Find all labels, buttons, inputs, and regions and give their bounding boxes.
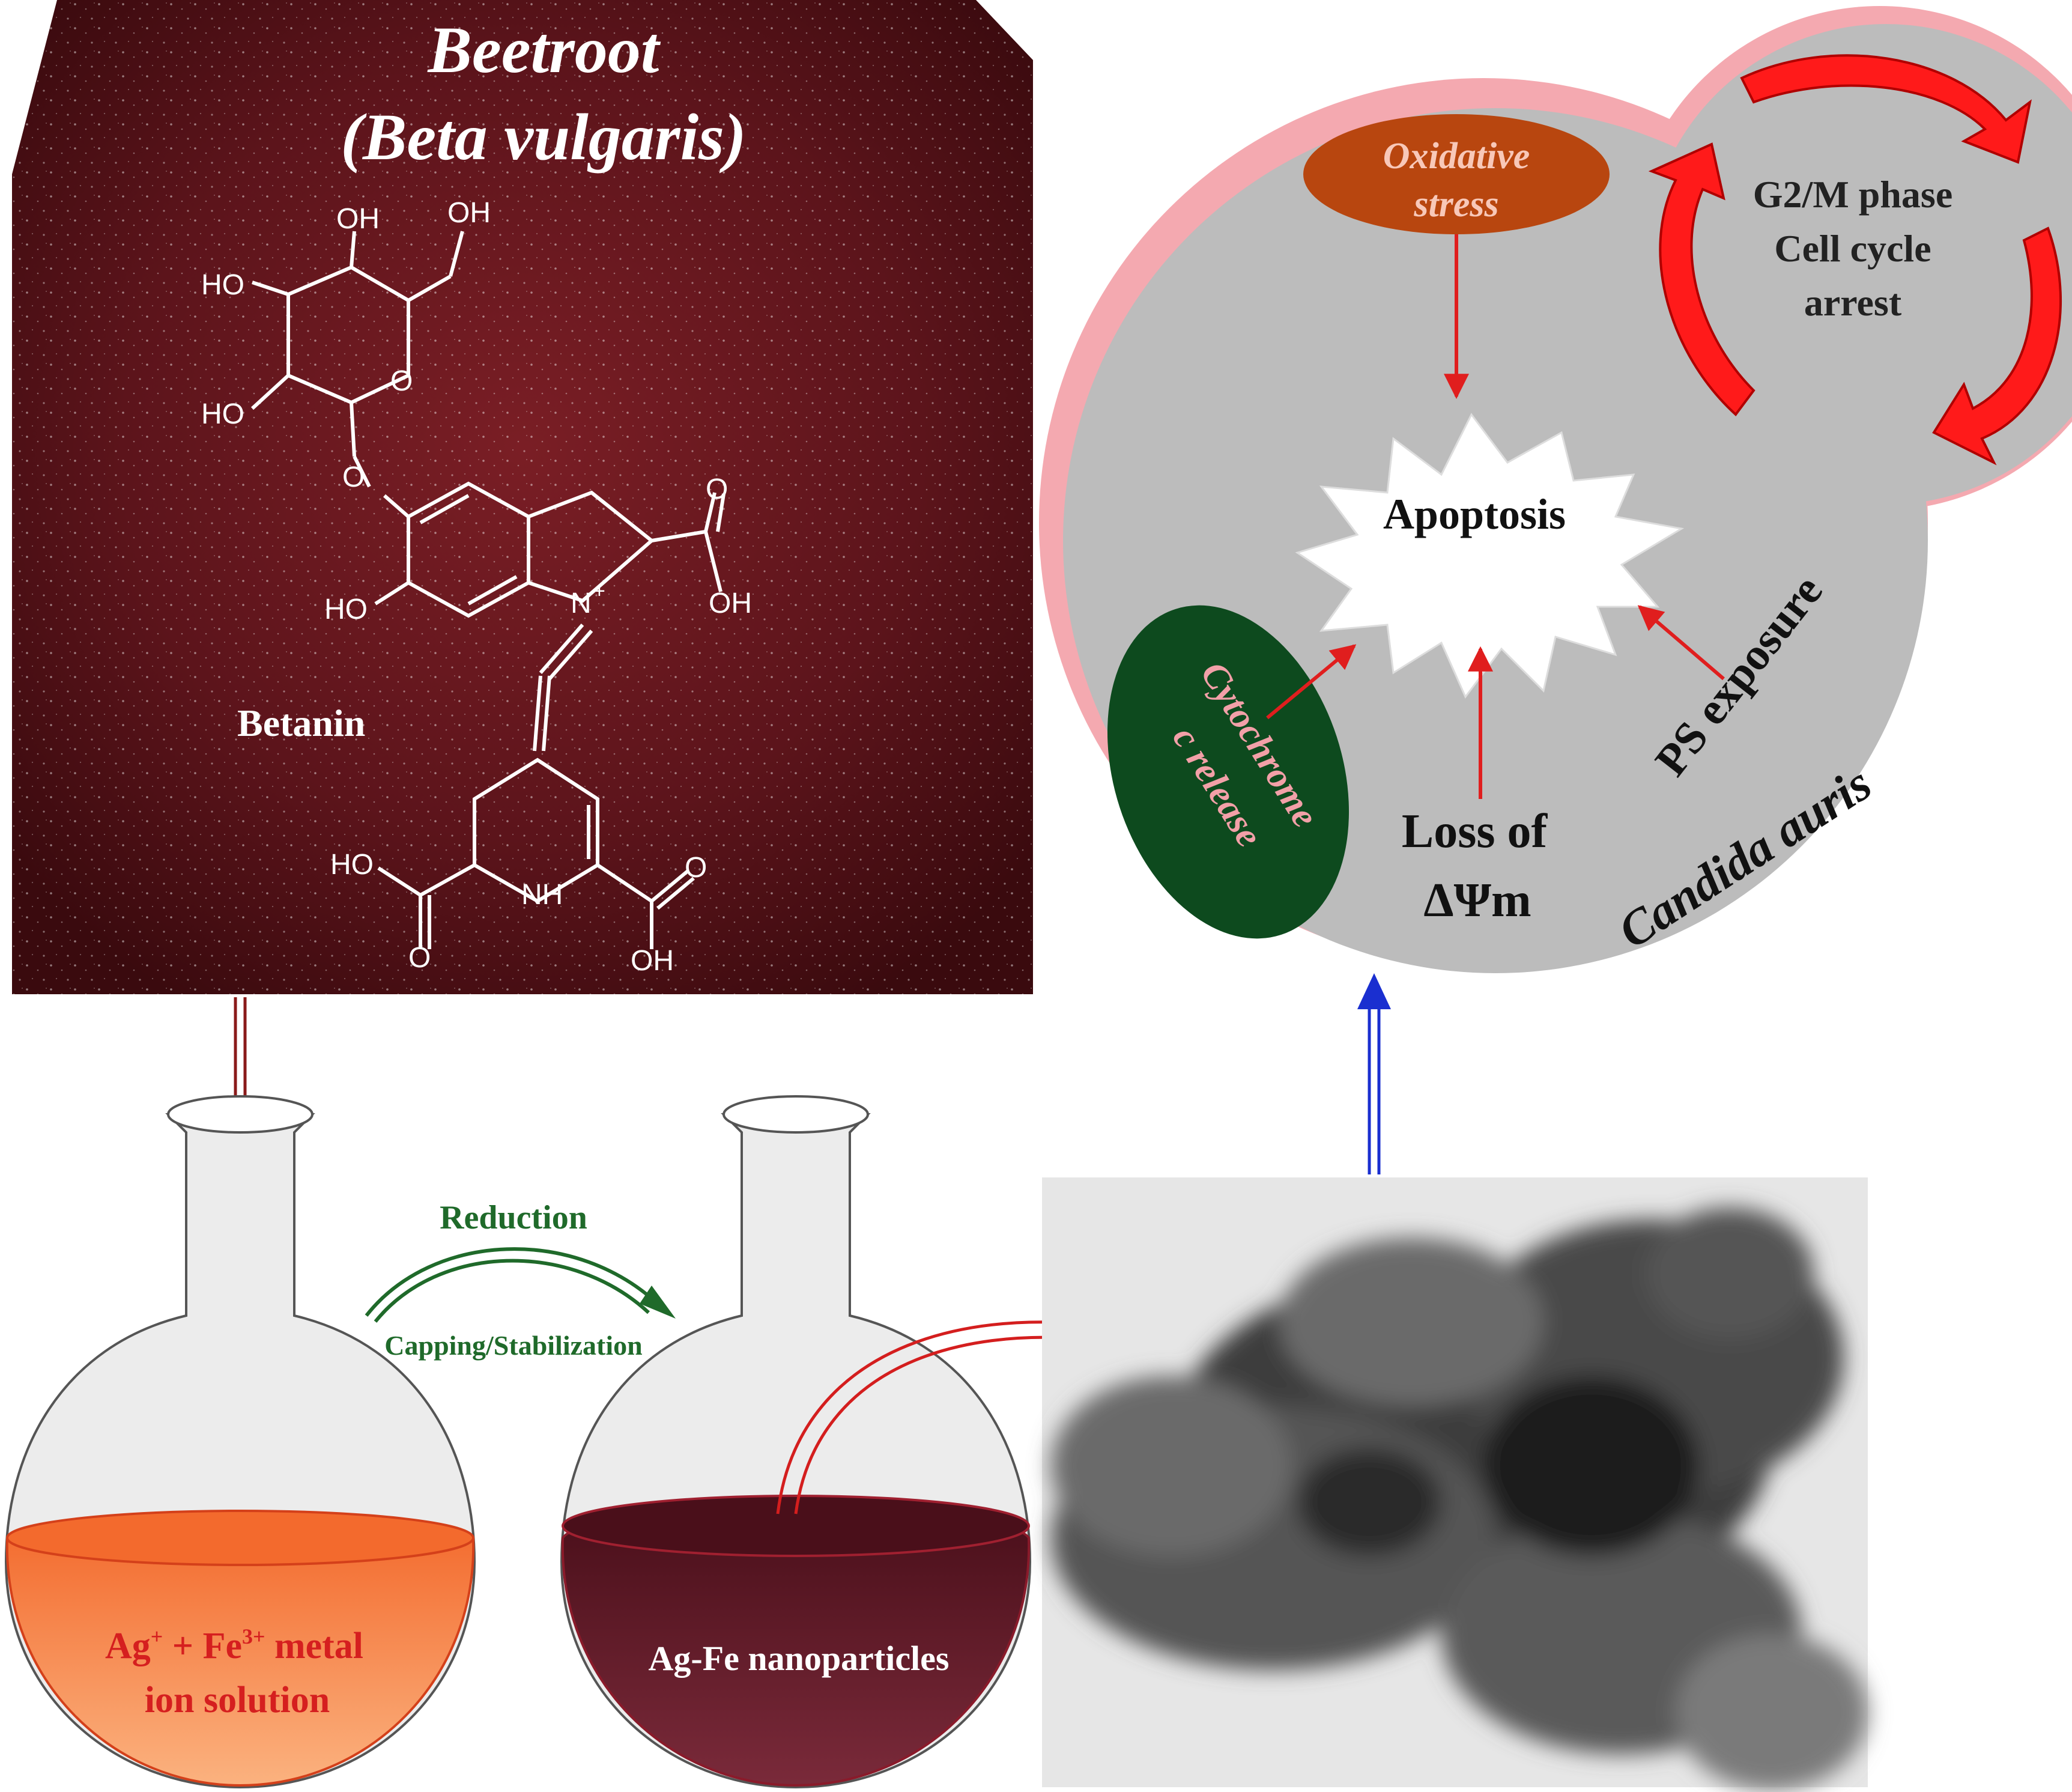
- atom-o-carbonyl1: O: [706, 473, 728, 505]
- reduction-step: Reduction Capping/Stabilization: [365, 1199, 676, 1361]
- cycle-arrows: [1648, 54, 2062, 466]
- atom-o-carbonyl2: O: [408, 942, 431, 974]
- atom-o-carbonyl3: O: [685, 852, 707, 884]
- reduction-arrow: [365, 1247, 662, 1317]
- flask1-label-line2: ion solution: [145, 1680, 330, 1721]
- apoptosis-label: Apoptosis: [1383, 490, 1566, 538]
- beetroot-title: Beetroot: [427, 13, 661, 87]
- tem-image: [1042, 1177, 1868, 1790]
- oxidative-label-line2: stress: [1413, 184, 1498, 225]
- atom-ho-left1: HO: [201, 269, 244, 301]
- atom-plus-charge: +: [593, 580, 605, 603]
- arrow-tem-to-cell: [1357, 973, 1391, 1174]
- atom-ho-phenol: HO: [324, 594, 368, 625]
- beetroot-species: (Beta vulgaris): [341, 100, 746, 174]
- cycle-label-line1: G2/M phase: [1753, 173, 1952, 216]
- reduction-label: Reduction: [440, 1199, 587, 1236]
- atom-ho-acid2: HO: [330, 849, 374, 881]
- oxidative-label-line1: Oxidative: [1383, 136, 1530, 177]
- candida-cell: Apoptosis Oxidative stress Cytochrome c …: [1039, 6, 2072, 973]
- flask-nanoparticles: Ag-Fe nanoparticles: [560, 1095, 1032, 1789]
- atom-oh-acid3: OH: [631, 945, 674, 977]
- cycle-label-line3: arrest: [1804, 281, 1902, 324]
- beetroot-panel: Beetroot (Beta vulgaris): [12, 0, 1033, 994]
- atom-ho-left2: HO: [201, 398, 244, 430]
- atom-n-plus: N: [571, 588, 592, 619]
- cycle-label-line2: Cell cycle: [1774, 227, 1931, 270]
- capping-label: Capping/Stabilization: [384, 1330, 642, 1361]
- atom-nh: NH: [521, 879, 563, 911]
- atom-oh-top2: OH: [447, 197, 491, 229]
- flask1-label-line1: Ag+ + Fe3+ metal: [105, 1624, 363, 1666]
- flask-ion-solution: Ag+ + Fe3+ metal ion solution: [4, 1095, 476, 1789]
- apoptosis-burst: [1295, 413, 1685, 699]
- loss-label-line1: Loss of: [1402, 805, 1548, 858]
- cytochrome-node: [1107, 605, 1350, 939]
- atom-oh-acid1: OH: [709, 588, 752, 619]
- betanin-atoms: OH OH HO HO O O O OH HO N + HO NH O O OH: [201, 197, 752, 977]
- arrow-ps: [1637, 605, 1725, 681]
- betanin-label: Betanin: [237, 702, 365, 744]
- flask2-label: Ag-Fe nanoparticles: [649, 1639, 950, 1678]
- atom-o-link: O: [342, 461, 365, 493]
- loss-label-line2: ΔΨm: [1423, 874, 1531, 927]
- atom-o-ring: O: [390, 365, 413, 397]
- atom-oh-top1: OH: [336, 203, 380, 235]
- arrow-cytochrome: [1266, 644, 1357, 720]
- betanin-structure: [250, 231, 726, 949]
- oxidative-stress-node: [1303, 114, 1610, 234]
